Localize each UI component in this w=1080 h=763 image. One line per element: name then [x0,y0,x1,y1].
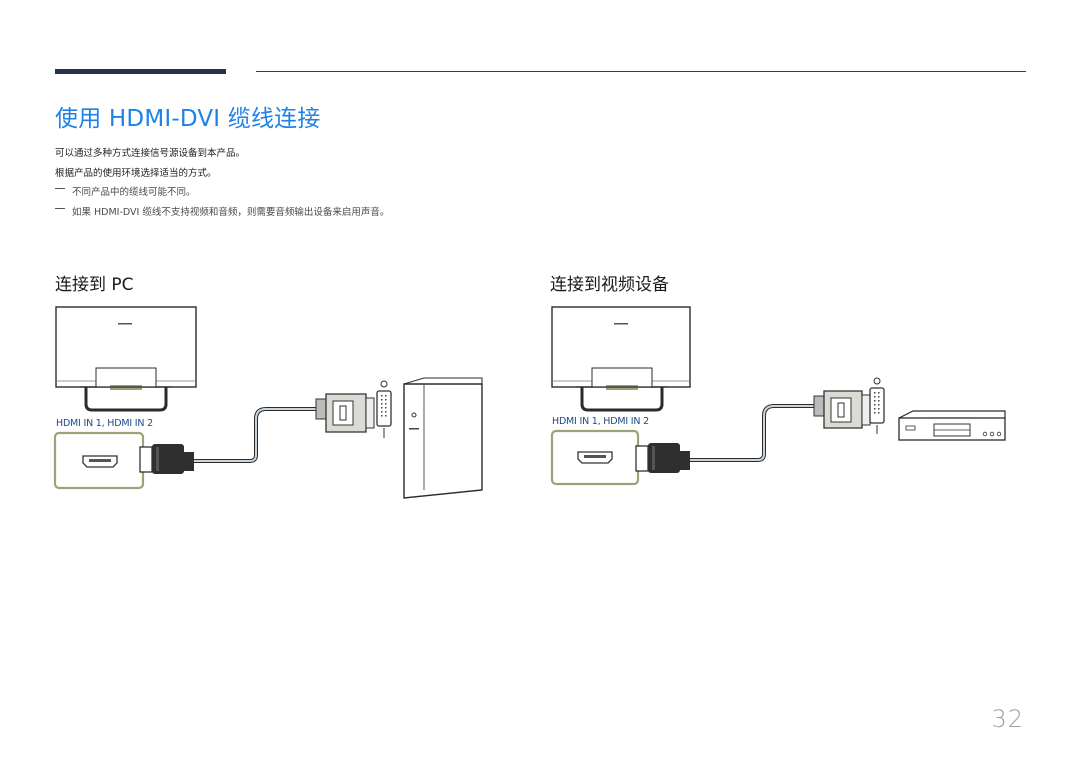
note-dash [55,188,65,189]
dvi-port [376,380,392,438]
dvi-plug [813,390,871,429]
page-title: 使用 HDMI-DVI 缆线连接 [55,106,321,132]
dvi-plug [315,393,375,433]
intro-line-1: 可以通过多种方式连接信号源设备到本产品。 [55,148,246,159]
note-2-text: 如果 HDMI-DVI 缆线不支持视频和音频，则需要音频输出设备来启用声音。 [72,207,390,218]
hdmi-port-box [53,431,145,490]
hdmi-port-box [550,429,640,486]
dvi-port [869,377,885,434]
video-player [898,410,1006,441]
note-1: 不同产品中的缆线可能不同。 [55,184,196,198]
note-2: 如果 HDMI-DVI 缆线不支持视频和音频，则需要音频输出设备来启用声音。 [55,204,389,218]
monitor-illustration [551,306,691,412]
section-title-video: 连接到视频设备 [550,275,669,295]
header-rule [256,71,1026,72]
monitor-illustration [55,306,197,412]
intro-line-2: 根据产品的使用环境选择适当的方式。 [55,168,217,179]
port-label-video: HDMI IN 1, HDMI IN 2 [552,416,649,427]
page-number: 32 [991,705,1024,733]
header-accent-bar [55,69,226,74]
hdmi-plug [139,444,194,474]
hdmi-plug [635,443,690,473]
pc-tower [403,377,483,499]
note-1-text: 不同产品中的缆线可能不同。 [72,187,196,198]
note-dash [55,208,65,209]
section-title-pc: 连接到 PC [55,275,134,295]
port-label-pc: HDMI IN 1, HDMI IN 2 [56,418,153,429]
